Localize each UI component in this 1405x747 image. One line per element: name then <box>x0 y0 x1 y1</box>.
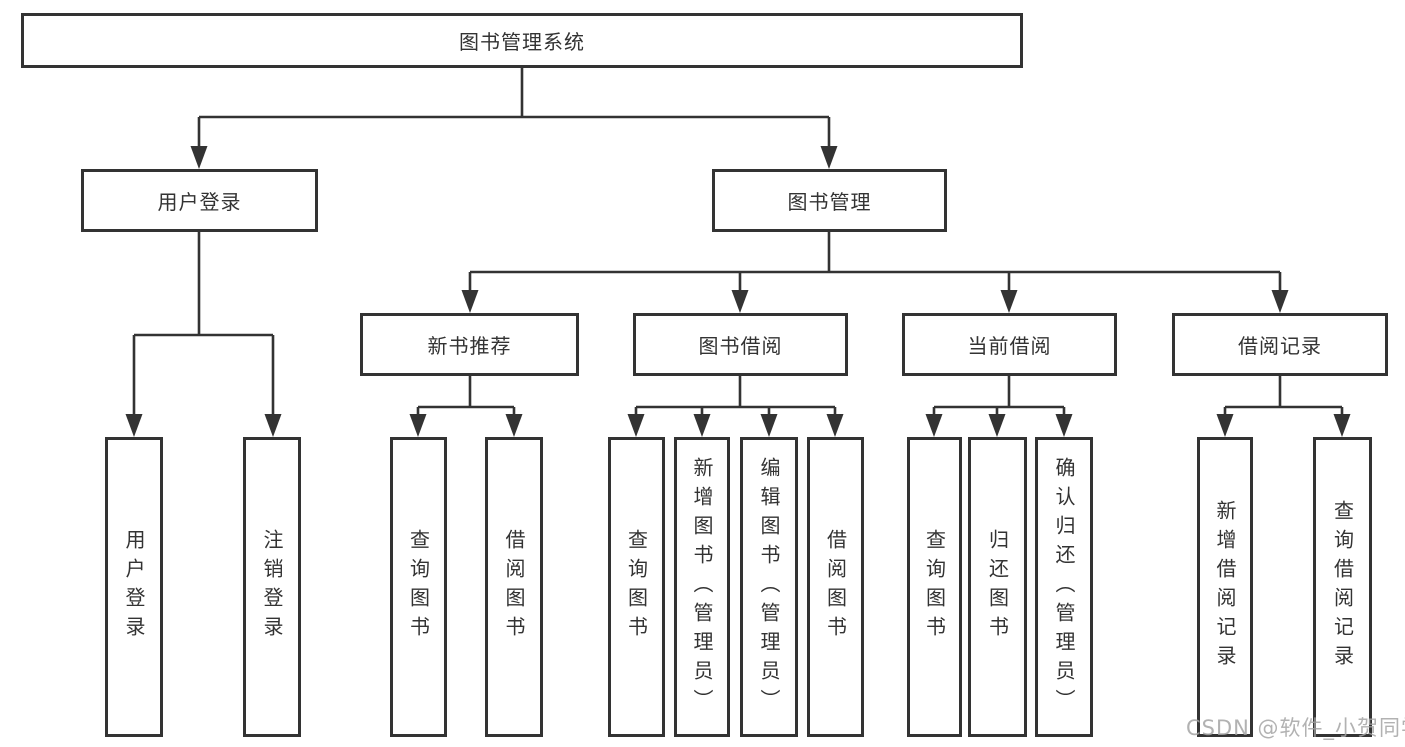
leaf-node-return-books: 归还图书 <box>968 437 1027 737</box>
arrow-down-icon <box>125 414 143 437</box>
arrow-down-icon <box>731 290 749 313</box>
leaf-label: 查询图书 <box>922 529 947 645</box>
node-book-management: 图书管理 <box>712 169 947 232</box>
connector-borrow-to-leaves <box>634 376 837 416</box>
arrow-down-icon <box>760 414 778 437</box>
leaf-node-query-books-1: 查询图书 <box>390 437 447 737</box>
node-user-login: 用户登录 <box>81 169 318 232</box>
connector-stems <box>132 68 1344 416</box>
leaf-label: 查询图书 <box>406 529 431 645</box>
leaf-label: 借阅图书 <box>823 529 848 645</box>
leaf-node-add-borrow-record: 新增借阅记录 <box>1197 437 1253 737</box>
node-new-book-recommend-label: 新书推荐 <box>427 334 512 358</box>
arrow-down-icon <box>826 414 844 437</box>
arrow-down-icon <box>627 414 645 437</box>
leaf-label: 归还图书 <box>985 529 1010 645</box>
node-borrowing-records-label: 借阅记录 <box>1238 334 1322 358</box>
connector-root-to-level2 <box>197 68 831 148</box>
node-current-borrowing: 当前借阅 <box>902 313 1117 376</box>
leaf-label: 借阅图书 <box>502 529 526 645</box>
leaf-node-query-books-3: 查询图书 <box>907 437 962 737</box>
node-book-management-label: 图书管理 <box>787 190 872 214</box>
arrow-down-icon <box>1000 290 1018 313</box>
arrow-down-icon <box>925 414 943 437</box>
leaf-label: 查询借阅记录 <box>1330 500 1355 674</box>
node-book-borrowing: 图书借阅 <box>633 313 848 376</box>
arrow-down-icon <box>1055 414 1073 437</box>
node-root-label: 图书管理系统 <box>459 30 585 54</box>
leaf-label: 新增借阅记录 <box>1213 500 1237 674</box>
arrow-down-icon <box>1333 414 1351 437</box>
leaf-node-user-login: 用户登录 <box>105 437 163 737</box>
leaf-node-confirm-return-admin: 确认归还（管理员） <box>1035 437 1093 737</box>
connector-userlogin-to-leaves <box>132 232 275 416</box>
connector-current-to-leaves <box>932 376 1066 416</box>
leaf-node-logout: 注销登录 <box>243 437 301 737</box>
leaf-label: 注销登录 <box>260 529 284 645</box>
arrow-down-icon <box>409 414 427 437</box>
leaf-label: 编辑图书（管理员） <box>757 456 781 718</box>
connector-newbook-to-leaves <box>416 376 516 416</box>
arrowheads <box>125 146 1351 437</box>
arrow-down-icon <box>1271 290 1289 313</box>
node-root: 图书管理系统 <box>21 13 1023 68</box>
arrow-down-icon <box>693 414 711 437</box>
arrow-down-icon <box>190 146 208 169</box>
connector-records-to-leaves <box>1223 376 1344 416</box>
leaf-node-borrow-books-1: 借阅图书 <box>485 437 543 737</box>
node-user-login-label: 用户登录 <box>157 190 242 214</box>
arrow-down-icon <box>264 414 282 437</box>
csdn-watermark: CSDN @软件_小贺同学 <box>1186 716 1405 740</box>
leaf-node-query-borrow-record: 查询借阅记录 <box>1313 437 1372 737</box>
leaf-node-add-books-admin: 新增图书（管理员） <box>674 437 730 737</box>
node-new-book-recommend: 新书推荐 <box>360 313 579 376</box>
arrow-down-icon <box>505 414 523 437</box>
leaf-label: 确认归还（管理员） <box>1052 456 1076 718</box>
leaf-node-edit-books-admin: 编辑图书（管理员） <box>740 437 798 737</box>
connector-bookmgmt-to-level3 <box>468 232 1282 292</box>
leaf-label: 查询图书 <box>624 529 649 645</box>
arrow-down-icon <box>461 290 479 313</box>
node-book-borrowing-label: 图书借阅 <box>698 334 783 358</box>
arrow-down-icon <box>1216 414 1234 437</box>
leaf-label: 用户登录 <box>122 529 146 645</box>
arrow-down-icon <box>820 146 838 169</box>
leaf-label: 新增图书（管理员） <box>690 456 714 718</box>
arrow-down-icon <box>988 414 1006 437</box>
leaf-node-query-books-2: 查询图书 <box>608 437 665 737</box>
node-borrowing-records: 借阅记录 <box>1172 313 1388 376</box>
leaf-node-borrow-books-2: 借阅图书 <box>807 437 864 737</box>
node-current-borrowing-label: 当前借阅 <box>967 334 1052 358</box>
